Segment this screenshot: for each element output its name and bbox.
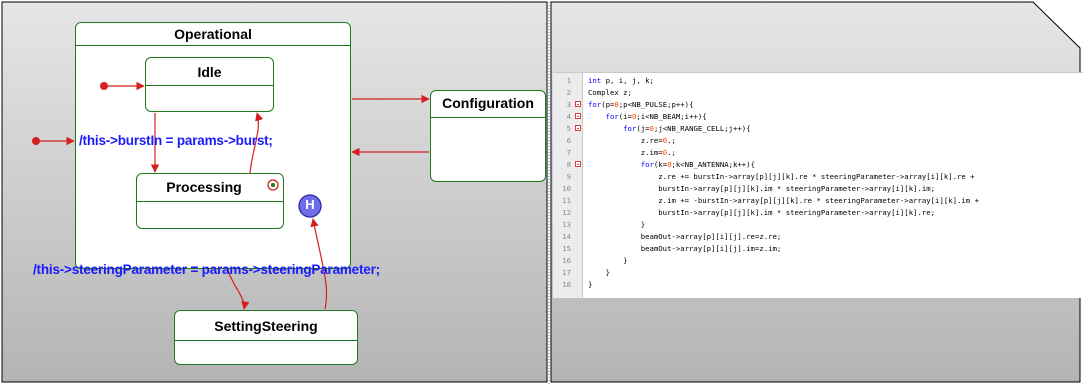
line-number: 3 [566,100,571,109]
line-code: } [588,220,646,229]
code-line: 15 beamOut->array[p][i][j].im=z.im; [553,243,1083,255]
state-idle-divider [146,85,273,86]
state-operational-name: Operational [174,26,252,42]
state-configuration-name: Configuration [442,95,534,111]
code-line: 8 for(k=0;k<NB_ANTENNA;k++){ [553,159,1083,171]
fold-toggle-icon[interactable] [575,161,581,167]
code-line: 3 for(p=0;p<NB_PULSE;p++){ [553,99,1083,111]
line-code: z.im=0.; [588,148,676,157]
code-gutter [553,73,583,298]
line-code: } [588,256,628,265]
line-code: for(j=0;j<NB_RANGE_CELL;j++){ [623,124,751,133]
code-line: 12 burstIn->array[p][j][k].im * steering… [553,207,1083,219]
state-configuration-divider [431,117,545,118]
code-line: 1 int p, i, j, k; [553,75,1083,87]
line-number: 8 [566,160,571,169]
code-line: 6 z.re=0.; [553,135,1083,147]
line-number: 2 [566,88,571,97]
state-idle[interactable]: Idle [145,57,274,112]
fold-toggle-icon[interactable] [575,125,581,131]
line-code: z.im += -burstIn->array[p][j][k].re * st… [588,196,979,205]
code-line: 18} [553,279,1083,291]
line-number: 7 [566,148,571,157]
state-idle-name: Idle [197,64,222,80]
steering-action-label: /this->steeringParameter = params->steer… [33,262,380,277]
line-code: beamOut->array[p][i][j].re=z.re; [588,232,782,241]
line-code: Complex z; [588,88,632,97]
line-code: } [588,268,610,277]
state-setting-steering-divider [175,340,357,341]
line-number: 12 [562,208,571,217]
line-number: 9 [566,172,571,181]
code-line: 7 z.im=0.; [553,147,1083,159]
state-processing-name: Processing [166,179,242,195]
code-line: 16 } [553,255,1083,267]
fold-toggle-icon[interactable] [575,101,581,107]
code-line: 17 } [553,267,1083,279]
line-number: 6 [566,136,571,145]
state-setting-steering-name: SettingSteering [214,318,318,334]
state-setting-steering[interactable]: SettingSteering [174,310,358,365]
line-code: beamOut->array[p][i][j].im=z.im; [588,244,782,253]
history-symbol: H [305,197,315,212]
state-processing[interactable]: Processing [136,173,284,229]
state-operational-divider [76,45,350,46]
state-configuration[interactable]: Configuration [430,90,546,182]
sub-state-icon [267,179,279,191]
line-number: 11 [562,196,571,205]
code-editor: 1 int p, i, j, k; 2 Complex z; 3 for(p=0;p<NB… [553,72,1083,298]
code-line: 4 for(i=0;i<NB_BEAM;i++){ [553,111,1083,123]
line-number: 17 [562,268,571,277]
line-number: 15 [562,244,571,253]
line-code: for(p=0;p<NB_PULSE;p++){ [588,100,694,109]
fold-toggle-icon[interactable] [575,113,581,119]
code-line: 10 burstIn->array[p][j][k].im * steering… [553,183,1083,195]
code-line: 2 Complex z; [553,87,1083,99]
line-code: burstIn->array[p][j][k].im * steeringPar… [588,208,936,217]
line-code: int p, i, j, k; [588,76,654,85]
burst-action-label: /this->burstIn = params->burst; [79,133,273,148]
code-line: 11 z.im += -burstIn->array[p][j][k].re *… [553,195,1083,207]
line-number: 13 [562,220,571,229]
line-code: } [588,280,593,289]
line-number: 16 [562,256,571,265]
state-processing-divider [137,201,283,202]
line-code: z.re += burstIn->array[p][j][k].re * ste… [588,172,975,181]
line-code: burstIn->array[p][j][k].im * steeringPar… [588,184,936,193]
line-code: z.re=0.; [588,136,676,145]
line-code: for(k=0;k<NB_ANTENNA;k++){ [640,160,755,169]
line-number: 18 [562,280,571,289]
code-line: 9 z.re += burstIn->array[p][j][k].re * s… [553,171,1083,183]
line-number: 1 [566,76,571,85]
line-code: for(i=0;i<NB_BEAM;i++){ [605,112,707,121]
line-number: 4 [566,112,571,121]
line-number: 5 [566,124,571,133]
line-number: 10 [562,184,571,193]
code-line: 14 beamOut->array[p][i][j].re=z.re; [553,231,1083,243]
code-line: 5 for(j=0;j<NB_RANGE_CELL;j++){ [553,123,1083,135]
code-line: 13 } [553,219,1083,231]
line-number: 14 [562,232,571,241]
